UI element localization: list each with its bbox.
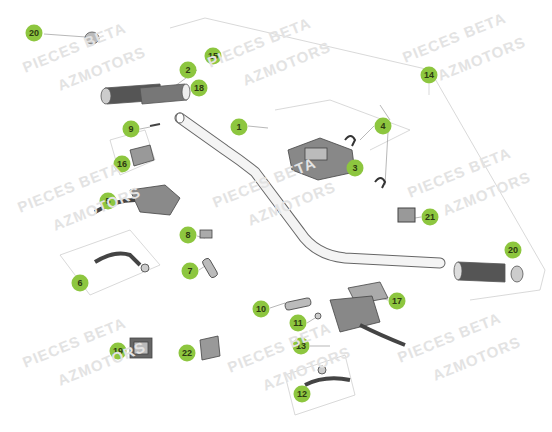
callout-number: 22 — [179, 345, 196, 362]
callout-number: 10 — [253, 301, 270, 318]
callout-number: 18 — [191, 80, 208, 97]
callout-number: 4 — [375, 118, 392, 135]
callout-number: 3 — [347, 160, 364, 177]
callout-number: 8 — [180, 227, 197, 244]
callout-number: 6 — [72, 275, 89, 292]
callout-number: 21 — [422, 209, 439, 226]
callout-number: 20 — [505, 242, 522, 259]
callout-number: 20 — [26, 25, 43, 42]
callout-number: 7 — [182, 263, 199, 280]
callout-number: 12 — [294, 386, 311, 403]
callout-number: 17 — [389, 293, 406, 310]
callout-number: 14 — [421, 67, 438, 84]
callout-number: 1 — [231, 119, 248, 136]
callout-number: 2 — [180, 62, 197, 79]
callout-number: 9 — [123, 121, 140, 138]
